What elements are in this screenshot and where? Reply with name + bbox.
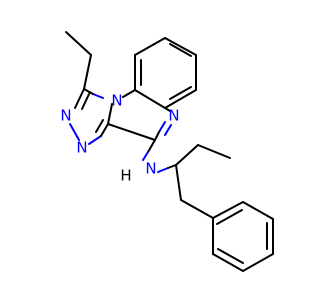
bond-ph-2 xyxy=(242,201,274,220)
atom-n-bridge: N xyxy=(111,92,122,110)
atom-n-triazole-1: N xyxy=(60,107,71,125)
bond-n3-to-c3a-inner xyxy=(95,119,104,133)
bond-ph-1 xyxy=(212,201,244,219)
bond-amine-to-ch xyxy=(157,167,169,173)
bond-benzo-to-nring xyxy=(164,107,171,112)
bond-ph-5-inner xyxy=(217,248,244,264)
bond-nbridge-to-c1-tail xyxy=(83,88,94,95)
bond-ph-4 xyxy=(242,253,274,272)
bond-nbridge-to-c1 xyxy=(92,93,104,99)
bond-ch-to-ch2 xyxy=(175,144,199,166)
bond-nring-to-c4 xyxy=(158,121,166,133)
bond-ethyl-2 xyxy=(65,31,92,56)
bond-c3a-to-nbridge xyxy=(107,103,113,125)
bond-benzo-top-right xyxy=(164,37,197,56)
bond-c1-to-n2 xyxy=(74,88,85,109)
bond-c4-to-amine-tail xyxy=(142,151,149,161)
bond-n2-to-n3 xyxy=(69,123,80,141)
atom-h-amine: H xyxy=(120,167,131,185)
atom-n-ring: N xyxy=(168,107,179,125)
atom-n-triazole-2: N xyxy=(76,139,87,157)
bond-n3-to-c3a-tail xyxy=(100,123,109,137)
bond-n3-to-c3a xyxy=(88,135,102,145)
bond-nring-to-c4-inner xyxy=(164,124,172,136)
bond-c4-to-amine xyxy=(147,139,156,153)
bond-ph-5 xyxy=(212,253,244,272)
bond-benzyl-to-phenyl xyxy=(180,199,214,219)
bond-ch2-to-ch3 xyxy=(197,144,231,159)
bond-ethyl-1 xyxy=(83,54,92,90)
atom-n-amine: N xyxy=(145,160,156,178)
bond-nring-to-c4-tail xyxy=(154,131,160,141)
bond-ph-1-inner xyxy=(216,209,243,225)
bond-c4-to-c3a xyxy=(107,123,156,141)
bonds xyxy=(65,31,274,272)
molecule-structure-diagram: N N N N N H xyxy=(60,31,274,272)
bond-ch-to-benzyl xyxy=(175,164,182,201)
bond-benzo-bottom-right-inner xyxy=(169,86,192,100)
bond-c1-to-n2-inner xyxy=(81,91,91,110)
bond-benzo-bottom-right xyxy=(164,89,197,109)
bond-fusion-to-nbridge xyxy=(122,89,136,98)
bond-amine-to-ch-tail xyxy=(167,164,177,169)
bond-benzo-top-left xyxy=(134,37,166,56)
bond-benzo-top-right-inner xyxy=(169,43,192,57)
atom-labels: N N N N N H xyxy=(60,92,179,185)
bond-benzo-fusion-bottom xyxy=(134,89,166,109)
